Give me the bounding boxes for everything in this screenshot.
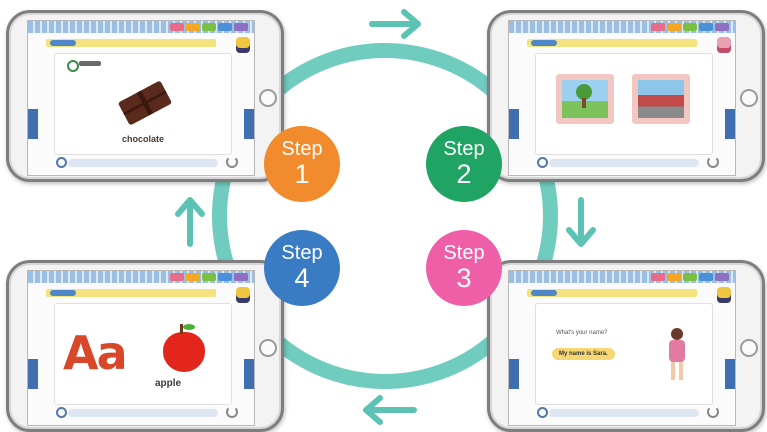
screen-step3: What's your name? My name is Sara. — [508, 270, 736, 426]
park-image — [562, 80, 608, 118]
arrow-left-icon — [354, 392, 418, 428]
tree-shape — [576, 84, 592, 100]
top-toolbar — [28, 271, 254, 283]
step-3-number: 3 — [456, 263, 472, 293]
prev-page-tab[interactable] — [509, 359, 519, 389]
top-toolbar — [509, 21, 735, 33]
step-2-label: Step — [443, 138, 485, 160]
replay-icon[interactable] — [226, 156, 238, 168]
step-1-badge: Step 1 — [264, 126, 340, 202]
step-3-badge: Step 3 — [426, 230, 502, 306]
character-leg-right — [679, 362, 683, 380]
character-head — [671, 328, 683, 340]
prev-page-tab[interactable] — [509, 109, 519, 139]
letter-label: Aa — [63, 326, 128, 380]
step-2-badge: Step 2 — [426, 126, 502, 202]
apple-stem — [180, 324, 183, 334]
letter-card: Aa apple — [54, 303, 232, 405]
tablet-step2 — [487, 10, 765, 182]
mascot-icon — [717, 37, 731, 53]
next-page-tab[interactable] — [725, 359, 735, 389]
apple-leaf — [183, 324, 195, 330]
picture-card-2[interactable] — [632, 74, 690, 124]
picture-card-1[interactable] — [556, 74, 614, 124]
audio-icon[interactable] — [67, 60, 79, 72]
step-4-badge: Step 4 — [264, 230, 340, 306]
instruction-bar — [46, 289, 216, 297]
arrow-right-icon — [368, 6, 428, 42]
screen-step1: chocolate — [27, 20, 255, 176]
mascot-icon — [236, 287, 250, 303]
play-icon[interactable] — [537, 157, 548, 168]
replay-icon[interactable] — [707, 406, 719, 418]
tree-trunk — [582, 98, 586, 108]
tablet-step4: Aa apple — [6, 260, 284, 432]
next-page-tab[interactable] — [244, 109, 254, 139]
play-icon[interactable] — [537, 407, 548, 418]
word-label: chocolate — [121, 134, 164, 144]
arrow-up-icon — [172, 190, 208, 248]
prev-page-tab[interactable] — [28, 109, 38, 139]
apple-image — [163, 324, 205, 372]
home-button[interactable] — [740, 89, 758, 107]
step-2-number: 2 — [456, 159, 472, 189]
replay-icon[interactable] — [707, 156, 719, 168]
chocolate-image — [117, 80, 173, 126]
play-icon[interactable] — [56, 157, 67, 168]
step-4-number: 4 — [294, 263, 310, 293]
instruction-bar — [527, 39, 697, 47]
playback-bar[interactable] — [537, 406, 719, 418]
screen-step2 — [508, 20, 736, 176]
mascot-icon — [236, 37, 250, 53]
top-toolbar — [509, 271, 735, 283]
playback-bar[interactable] — [56, 156, 238, 168]
playback-bar[interactable] — [537, 156, 719, 168]
flashcard: chocolate — [54, 53, 232, 155]
home-button[interactable] — [259, 89, 277, 107]
tablet-step1: chocolate — [6, 10, 284, 182]
speech-bubble: My name is Sara. — [552, 348, 615, 360]
dialogue-panel: What's your name? My name is Sara. — [535, 303, 713, 405]
replay-icon[interactable] — [226, 406, 238, 418]
instruction-bar — [527, 289, 697, 297]
mascot-icon — [717, 287, 731, 303]
girl-character — [666, 328, 688, 384]
question-text: What's your name? — [556, 330, 608, 336]
word-label: apple — [155, 378, 182, 389]
top-toolbar — [28, 21, 254, 33]
playback-bar[interactable] — [56, 406, 238, 418]
next-page-tab[interactable] — [725, 109, 735, 139]
play-icon[interactable] — [56, 407, 67, 418]
picture-choice-panel — [535, 53, 713, 155]
step-1-label: Step — [281, 138, 323, 160]
street-image — [638, 80, 684, 118]
audio-label — [79, 61, 101, 66]
step-3-label: Step — [443, 242, 485, 264]
instruction-bar — [46, 39, 216, 47]
next-page-tab[interactable] — [244, 359, 254, 389]
arrow-down-icon — [563, 196, 599, 254]
character-body — [669, 340, 685, 362]
tablet-step3: What's your name? My name is Sara. — [487, 260, 765, 432]
prev-page-tab[interactable] — [28, 359, 38, 389]
home-button[interactable] — [259, 339, 277, 357]
step-1-number: 1 — [294, 159, 310, 189]
home-button[interactable] — [740, 339, 758, 357]
screen-step4: Aa apple — [27, 270, 255, 426]
character-leg-left — [671, 362, 675, 380]
step-4-label: Step — [281, 242, 323, 264]
